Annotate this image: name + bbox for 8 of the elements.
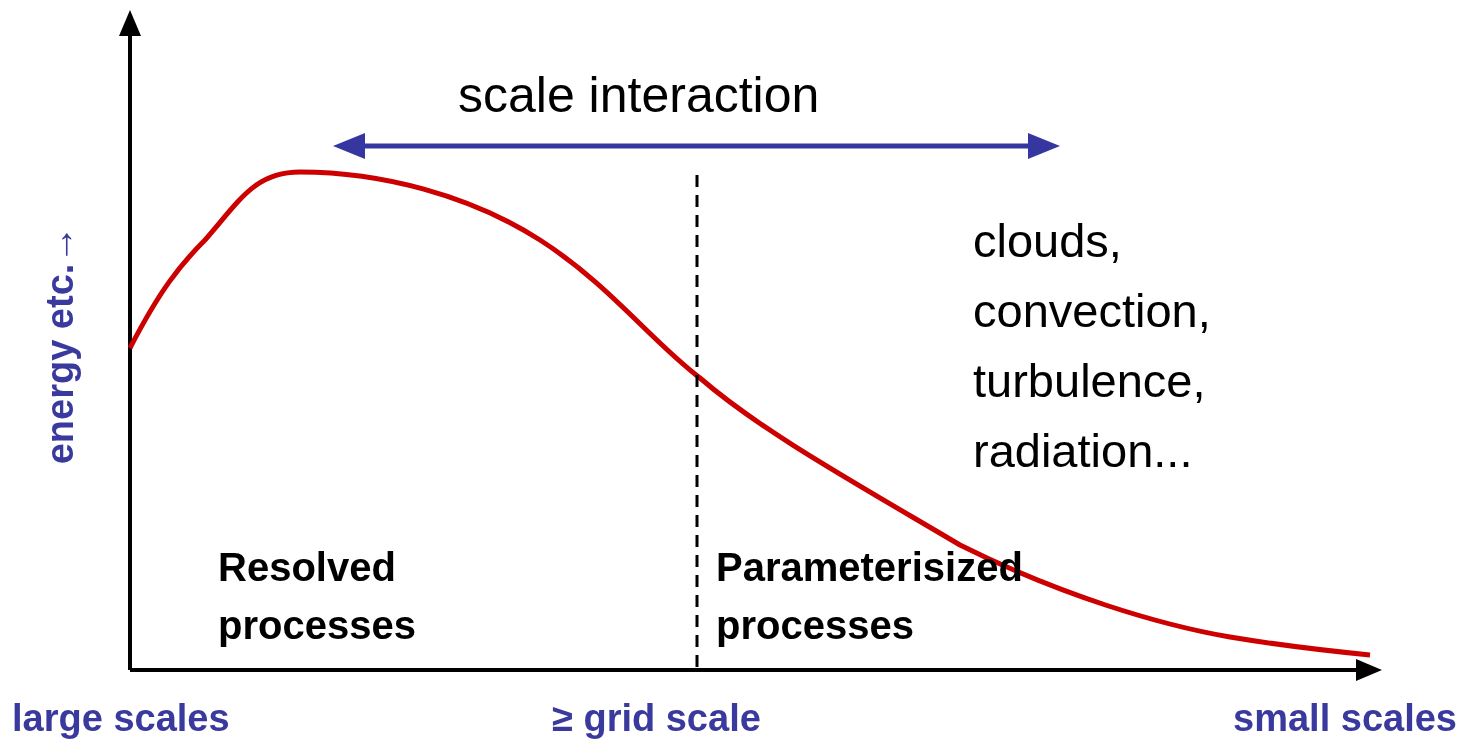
axis-label: energy etc.→ bbox=[37, 225, 82, 465]
region-label: Resolved processes bbox=[218, 544, 417, 649]
arrow-label: scale interaction bbox=[458, 66, 820, 125]
region-label: Parameterisized processes bbox=[716, 544, 1024, 649]
axis-label: small scales bbox=[1233, 696, 1457, 739]
axis-label: ≥ grid scale bbox=[552, 696, 761, 739]
process-list: clouds, convection, turbulence, radiation... bbox=[973, 206, 1283, 486]
axis-label: large scales bbox=[12, 696, 230, 739]
